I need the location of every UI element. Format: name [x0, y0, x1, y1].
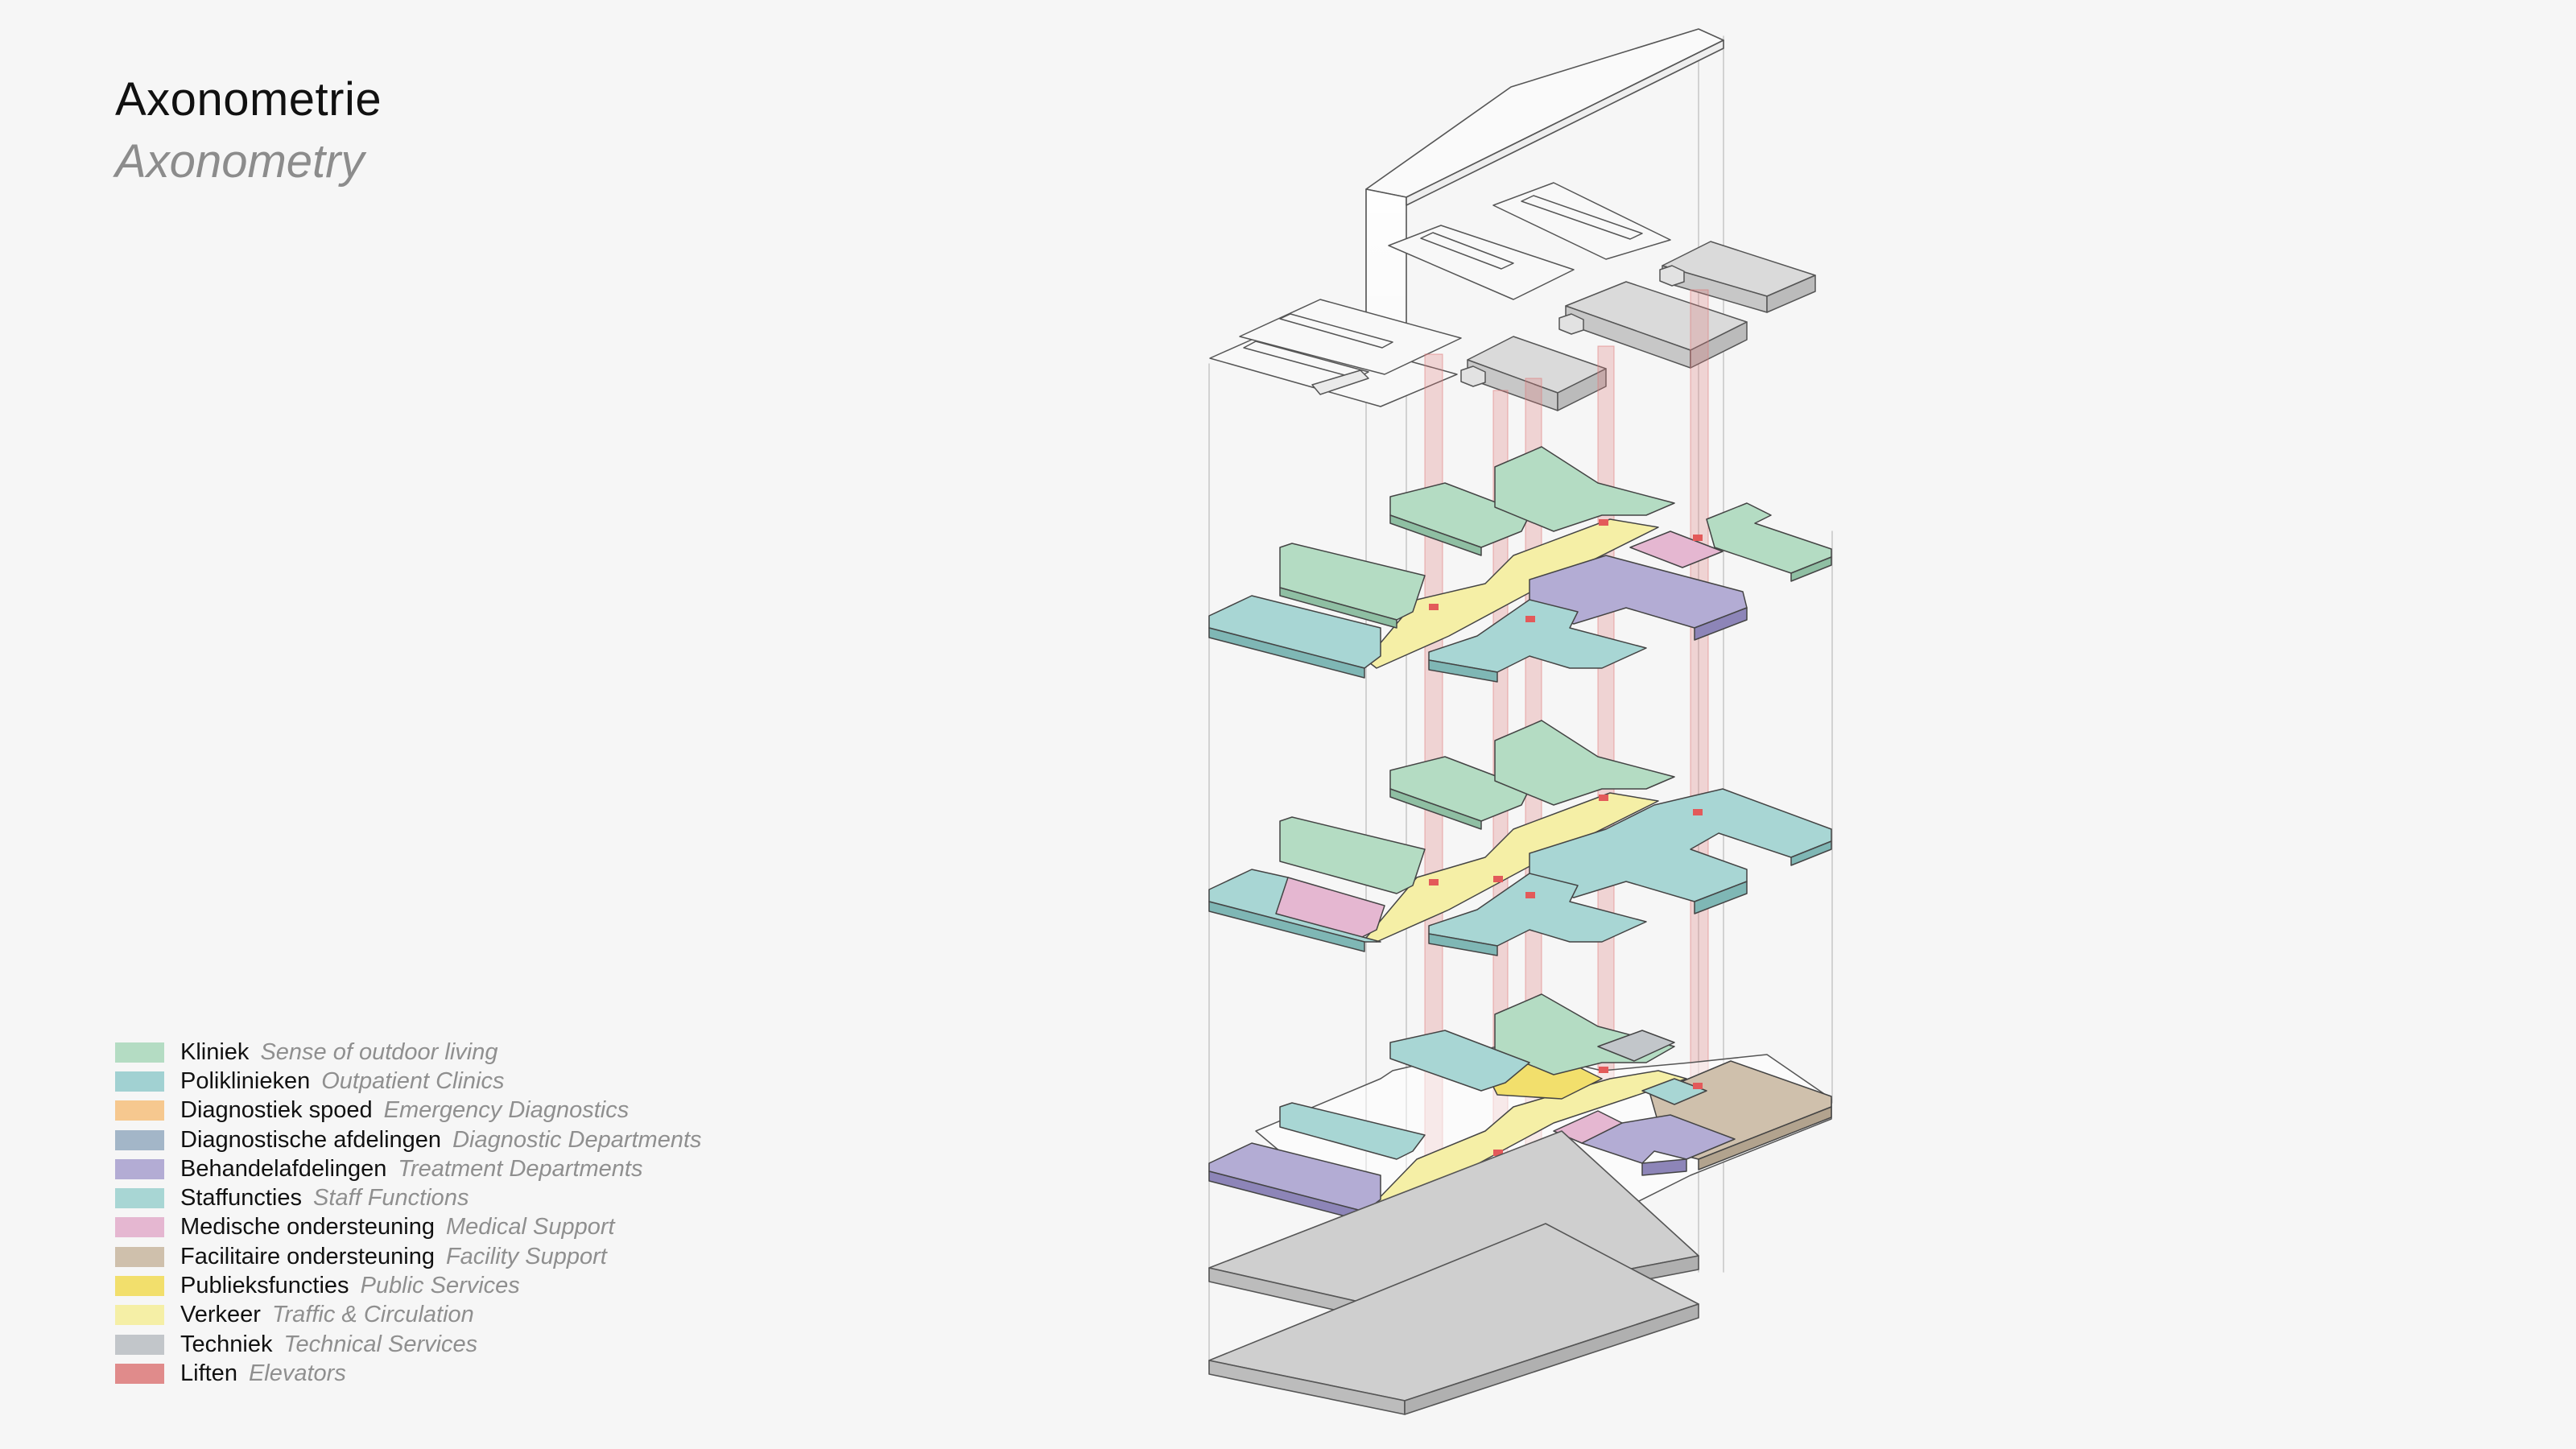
floor-3 — [1208, 446, 1832, 683]
legend-swatch — [115, 1276, 164, 1297]
legend-translation: Treatment Departments — [398, 1155, 643, 1182]
legend-item: Staffuncties Staff Functions — [115, 1183, 702, 1212]
legend-swatch — [115, 1363, 164, 1384]
legend-translation: Medical Support — [445, 1214, 615, 1241]
legend-translation: Sense of outdoor living — [260, 1038, 498, 1065]
roof-plates — [1209, 182, 1671, 407]
legend-swatch — [115, 1246, 164, 1267]
legend-item: Behandelafdelingen Treatment Departments — [115, 1154, 702, 1183]
legend-swatch — [115, 1217, 164, 1238]
legend-label: Kliniek — [180, 1038, 250, 1065]
legend-swatch — [115, 1305, 164, 1326]
legend-swatch — [115, 1158, 164, 1179]
legend-label: Poliklinieken — [180, 1067, 311, 1094]
legend-label: Liften — [180, 1360, 237, 1386]
page-subtitle: Axonometry — [115, 135, 365, 188]
legend-item: Liften Elevators — [115, 1359, 702, 1388]
legend-swatch — [115, 1042, 164, 1063]
legend-item: Publieksfuncties Public Services — [115, 1271, 702, 1300]
legend-label: Facilitaire ondersteuning — [180, 1243, 435, 1269]
legend-label: Diagnostiek spoed — [180, 1097, 373, 1124]
legend-item: Diagnostische afdelingen Diagnostic Depar… — [115, 1125, 702, 1154]
page-title: Axonometrie — [115, 73, 382, 126]
title-block: Axonometrie Axonometry — [115, 69, 382, 192]
legend-label: Behandelafdelingen — [180, 1155, 387, 1182]
legend-translation: Emergency Diagnostics — [383, 1097, 630, 1124]
legend-translation: Outpatient Clinics — [321, 1067, 505, 1094]
floor-2 — [1208, 720, 1832, 956]
legend-item: Techniek Technical Services — [115, 1330, 702, 1359]
legend-swatch — [115, 1100, 164, 1121]
legend-item: Medische ondersteuning Medical Support — [115, 1213, 702, 1242]
legend-label: Techniek — [180, 1331, 273, 1357]
legend-item: Facilitaire ondersteuning Facility Suppor… — [115, 1242, 702, 1271]
legend-swatch — [115, 1188, 164, 1209]
legend-item: Poliklinieken Outpatient Clinics — [115, 1067, 702, 1096]
legend-translation: Traffic & Circulation — [271, 1302, 474, 1328]
legend-label: Staffuncties — [180, 1185, 303, 1212]
legend-label: Diagnostische afdelingen — [180, 1126, 442, 1153]
legend-swatch — [115, 1071, 164, 1092]
legend-item: Verkeer Traffic & Circulation — [115, 1301, 702, 1330]
legend-translation: Elevators — [248, 1360, 346, 1386]
legend-label: Verkeer — [180, 1302, 261, 1328]
technical-boxes — [1460, 241, 1816, 411]
legend-item: Kliniek Sense of outdoor living — [115, 1038, 702, 1067]
legend-translation: Public Services — [360, 1273, 520, 1299]
legend-swatch — [115, 1129, 164, 1150]
legend-label: Publieksfuncties — [180, 1273, 349, 1299]
legend-label: Medische ondersteuning — [180, 1214, 435, 1241]
legend-translation: Staff Functions — [313, 1185, 469, 1212]
legend-item: Diagnostiek spoed Emergency Diagnostics — [115, 1096, 702, 1125]
legend-translation: Diagnostic Departments — [452, 1126, 702, 1153]
legend-swatch — [115, 1334, 164, 1355]
basement-slabs — [1208, 1130, 1699, 1415]
legend-translation: Facility Support — [445, 1243, 607, 1269]
legend-translation: Technical Services — [283, 1331, 478, 1357]
